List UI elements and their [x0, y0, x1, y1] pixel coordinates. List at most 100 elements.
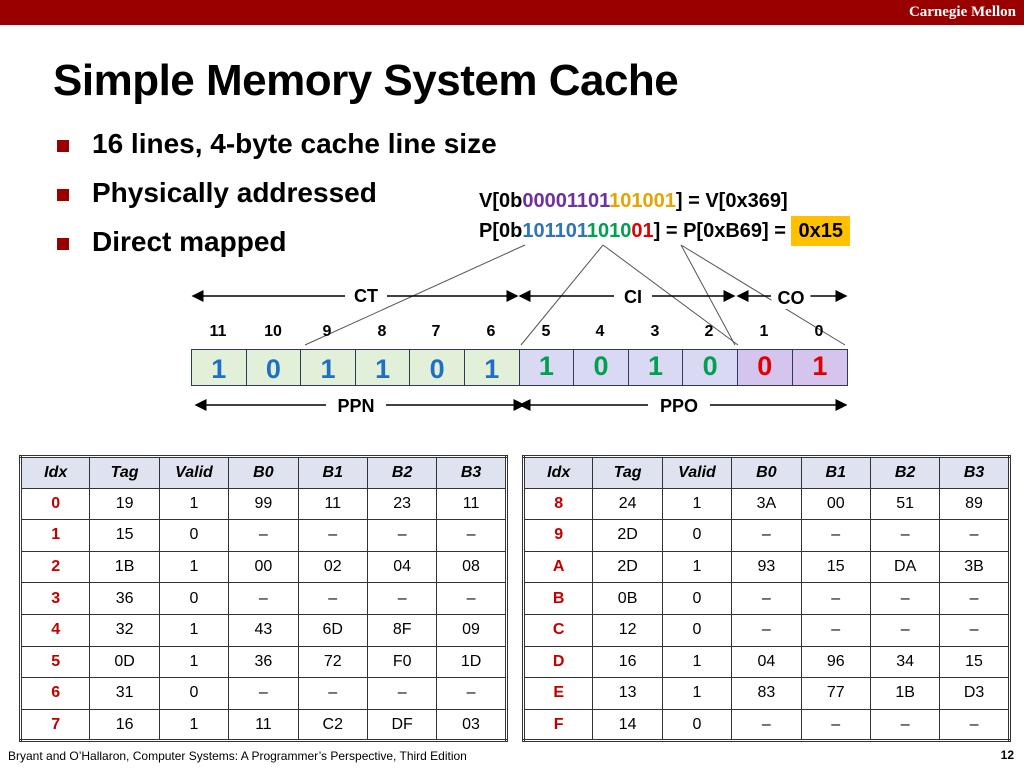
- physical-address-bits: 1 0 1 1 0 1 1 0 1 0 0 1: [191, 349, 849, 386]
- table-cell: 14: [592, 708, 663, 742]
- co-label: CO: [771, 288, 811, 309]
- footer-citation: Bryant and O’Hallaron, Computer Systems:…: [8, 749, 467, 763]
- table-cell: 4: [19, 613, 91, 647]
- column-header: B0: [731, 456, 802, 489]
- ppn-bit: 0: [410, 350, 465, 385]
- ci-bit: 0: [683, 350, 738, 385]
- table-cell: 36: [89, 582, 160, 615]
- ci-bit: 0: [574, 350, 629, 385]
- virtual-address: V[0b00001101101001] = V[0x369]: [479, 190, 788, 213]
- column-header: Valid: [158, 456, 230, 489]
- table-cell: 43: [228, 613, 299, 647]
- table-cell: 13: [592, 677, 663, 710]
- bit-index: 4: [595, 323, 605, 340]
- bit-index: 9: [322, 323, 332, 340]
- table-cell: E: [522, 677, 594, 710]
- table-cell: 0: [158, 677, 230, 710]
- table-cell: –: [228, 677, 299, 710]
- table-cell: 7: [19, 708, 91, 742]
- table-cell: –: [939, 519, 1010, 552]
- table-cell: 16: [89, 708, 160, 742]
- bit-index: 1: [759, 323, 769, 340]
- table-cell: 2D: [592, 519, 663, 552]
- table-cell: 8: [522, 487, 594, 521]
- bit-index: 2: [704, 323, 714, 340]
- table-cell: –: [731, 613, 802, 647]
- column-header: Tag: [89, 456, 160, 489]
- va-vpo-bits: 101001: [609, 190, 676, 212]
- va-vpn-bits: 00001101: [522, 190, 610, 212]
- table-cell: 0: [661, 519, 733, 552]
- table-cell: 77: [800, 677, 871, 710]
- table-cell: 3B: [939, 550, 1010, 584]
- bullet-text: Physically addressed: [92, 177, 377, 208]
- table-cell: –: [731, 582, 802, 615]
- bullet-square-icon: [57, 189, 69, 201]
- table-cell: –: [939, 708, 1010, 742]
- table-cell: –: [731, 708, 802, 742]
- table-cell: –: [366, 582, 438, 615]
- column-header: B2: [366, 456, 438, 489]
- table-cell: 11: [228, 708, 299, 742]
- bullet-text: 16 lines, 4-byte cache line size: [92, 128, 497, 159]
- table-cell: 0: [19, 487, 91, 521]
- physical-address: P[0b101101101001] = P[0xB69] = 0x15: [479, 216, 850, 246]
- bit-index: 5: [541, 323, 551, 340]
- brand-label: Carnegie Mellon: [908, 4, 1016, 20]
- table-cell: D3: [939, 677, 1010, 710]
- ci-bit: 1: [519, 350, 575, 385]
- bullet-item: Direct mapped: [55, 226, 497, 275]
- bullet-item: Physically addressed: [55, 177, 497, 226]
- table-cell: –: [366, 519, 438, 552]
- table-cell: 51: [869, 487, 941, 521]
- table-cell: 0D: [89, 645, 160, 679]
- table-cell: 1B: [89, 550, 160, 584]
- table-cell: B: [522, 582, 594, 615]
- table-cell: 24: [592, 487, 663, 521]
- ppn-bit: 1: [301, 350, 356, 385]
- table-cell: 34: [869, 645, 941, 679]
- ci-label: CI: [618, 287, 648, 308]
- ppn-bit: 0: [246, 350, 302, 385]
- bit-index: 3: [650, 323, 660, 340]
- table-cell: DA: [869, 550, 941, 584]
- table-cell: F: [522, 708, 594, 742]
- bit-index: 0: [814, 323, 824, 340]
- table-cell: 03: [436, 708, 507, 742]
- pa-tag-bits: 101101: [522, 220, 587, 242]
- table-cell: 11: [436, 487, 507, 521]
- column-header: Idx: [19, 456, 91, 489]
- table-cell: 02: [297, 550, 368, 584]
- ppo-label: PPO: [653, 396, 705, 417]
- ppn-bit: 1: [464, 350, 520, 385]
- bullet-list: 16 lines, 4-byte cache line size Physica…: [55, 128, 497, 275]
- table-cell: 16: [592, 645, 663, 679]
- table-cell: 11: [297, 487, 368, 521]
- table-cell: –: [869, 613, 941, 647]
- table-cell: 19: [89, 487, 160, 521]
- table-cell: 36: [228, 645, 299, 679]
- pa-index-bits: 1010: [586, 220, 632, 242]
- bit-index: 8: [377, 323, 387, 340]
- pa-suffix: ] = P[0xB69] =: [653, 220, 792, 242]
- table-cell: –: [800, 708, 871, 742]
- table-cell: 5: [19, 645, 91, 679]
- ct-label: CT: [348, 286, 384, 307]
- column-header: B2: [869, 456, 941, 489]
- table-cell: 1: [661, 645, 733, 679]
- co-bit: 1: [792, 350, 848, 385]
- table-cell: –: [436, 519, 507, 552]
- table-cell: C2: [297, 708, 368, 742]
- table-cell: –: [228, 582, 299, 615]
- bullet-square-icon: [57, 140, 69, 152]
- table-cell: –: [366, 677, 438, 710]
- table-cell: 1: [158, 613, 230, 647]
